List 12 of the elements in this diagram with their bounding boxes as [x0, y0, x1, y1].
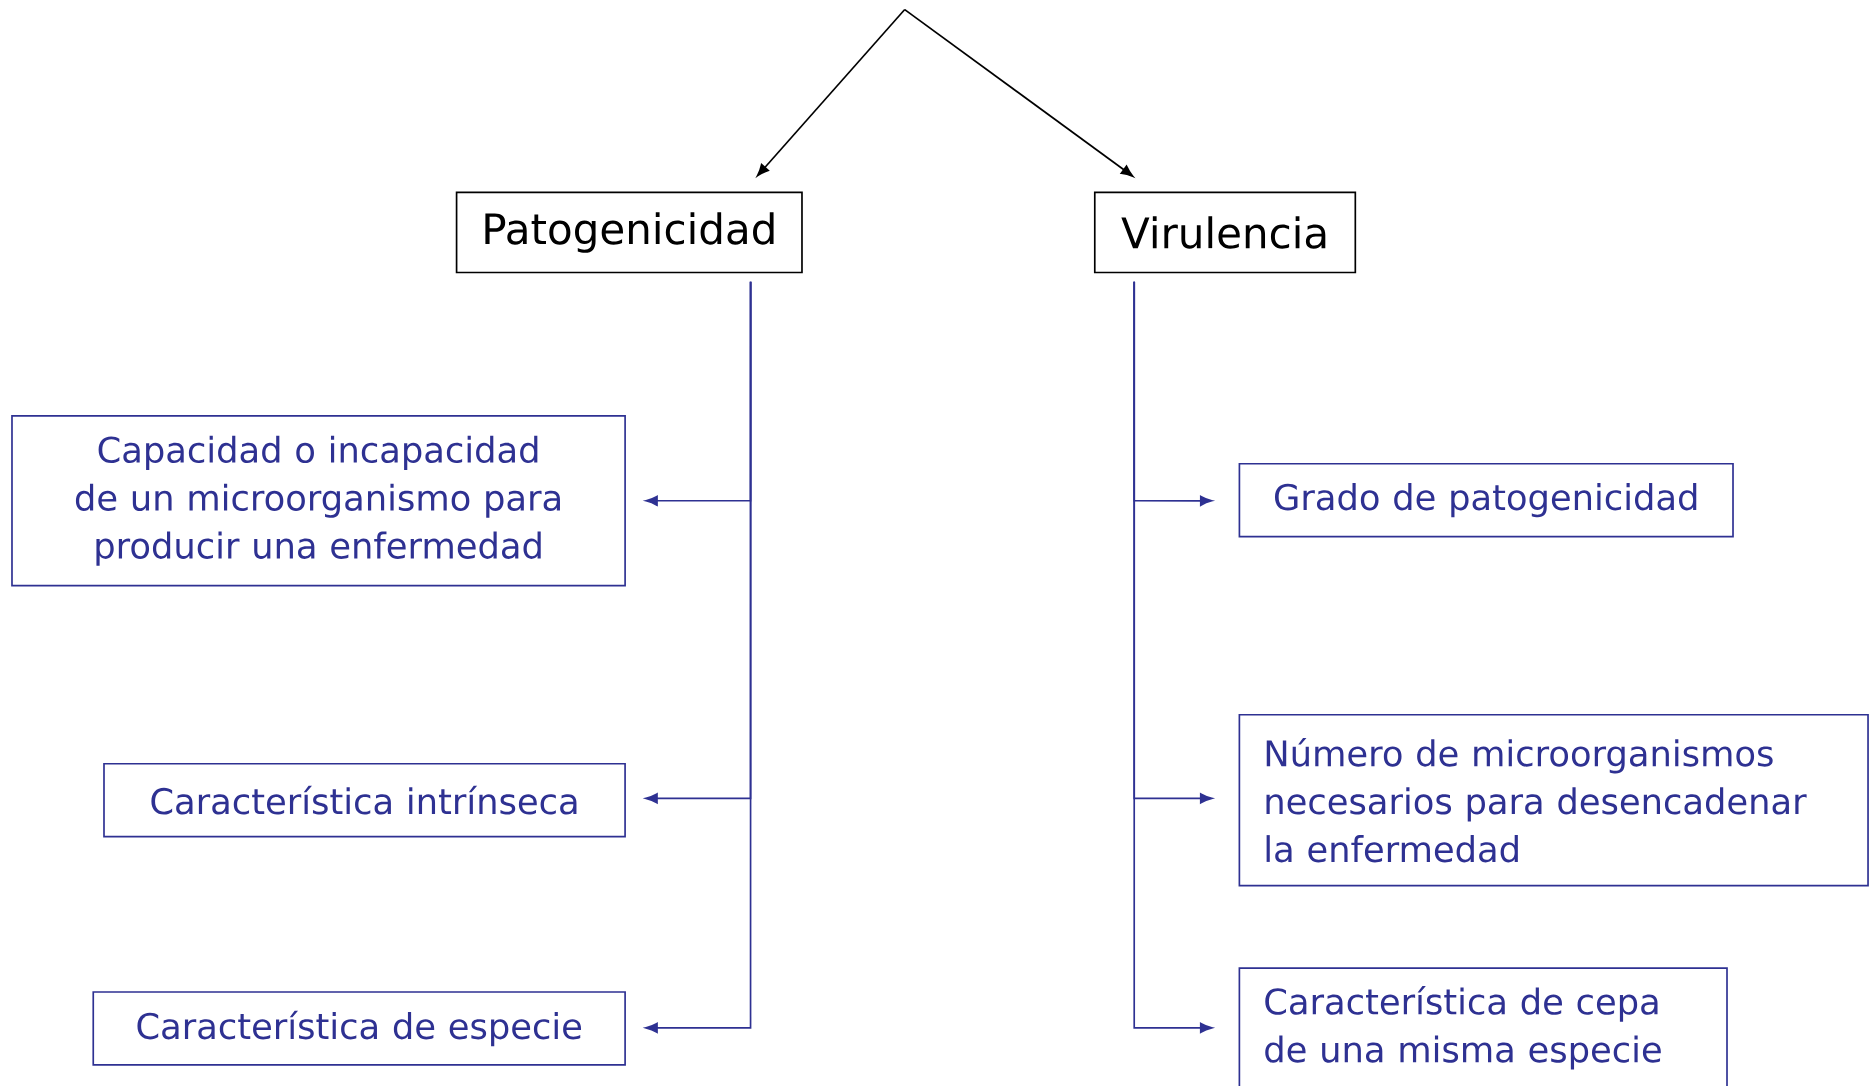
- concept-box: Característica de cepa de una misma especie: [1238, 967, 1728, 1086]
- arrow: [903, 8, 1134, 177]
- concept-box: Característica intrínseca: [103, 762, 626, 838]
- arrow: [756, 8, 906, 177]
- arrow: [1133, 280, 1213, 1033]
- arrow: [645, 280, 752, 1033]
- concept-box: Patogenicidad: [455, 191, 803, 274]
- concept-box: Número de microorganismos necesarios para desencadenar la enfermedad: [1238, 713, 1869, 887]
- concept-box: Grado de patogenicidad: [1238, 462, 1734, 538]
- concept-box: Capacidad o incapacidad de un microorganismo para producir una enfermedad: [11, 414, 626, 587]
- concept-box: Característica de especie: [92, 990, 626, 1066]
- concept-box: Virulencia: [1093, 191, 1357, 274]
